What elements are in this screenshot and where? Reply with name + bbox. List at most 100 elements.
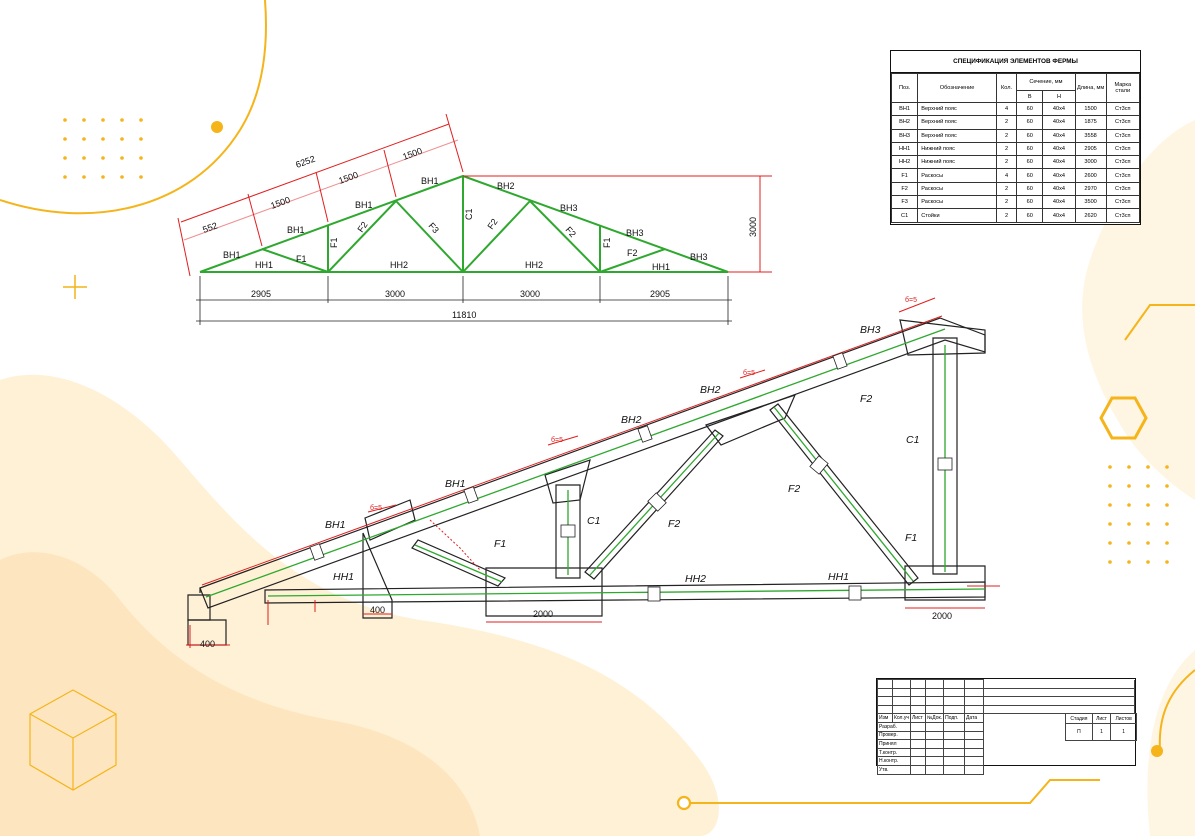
label-hh2: НН2 bbox=[390, 260, 408, 270]
col-header: B bbox=[1016, 90, 1044, 103]
dim-11810: 11810 bbox=[452, 310, 476, 320]
cell-h: 40х4 bbox=[1042, 115, 1076, 130]
role-label: Принял bbox=[877, 739, 911, 749]
label-c1: С1 bbox=[906, 434, 919, 446]
dim-height-3000: 3000 bbox=[748, 217, 758, 237]
decor-arc-top-left bbox=[0, 0, 267, 215]
grid-cell bbox=[943, 739, 966, 749]
cell-pos: НН1 bbox=[890, 141, 919, 157]
grid-cell bbox=[964, 730, 984, 741]
label-bh3: ВН3 bbox=[860, 324, 881, 336]
dim-2000: 2000 bbox=[932, 611, 952, 621]
cell-h: 40х4 bbox=[1042, 208, 1076, 223]
label-f1: F1 bbox=[296, 254, 307, 264]
grid-cell bbox=[943, 764, 966, 775]
grid-cell bbox=[964, 747, 984, 758]
cell-qty: 2 bbox=[995, 208, 1018, 223]
cell-len: 2620 bbox=[1074, 208, 1107, 223]
cell-h: 40х4 bbox=[1042, 128, 1076, 143]
grid-cell bbox=[909, 764, 926, 775]
cell-len: 3500 bbox=[1074, 195, 1107, 210]
grid-cell bbox=[909, 756, 926, 766]
sheets-value: 1 bbox=[1110, 723, 1137, 741]
cell-b: 60 bbox=[1016, 195, 1044, 210]
cell-pos: НН2 bbox=[890, 155, 919, 170]
col-header: Сечение, мм bbox=[1016, 73, 1076, 91]
label-bh2: ВН2 bbox=[700, 384, 721, 396]
grid-cell bbox=[943, 696, 966, 706]
cell-steel: Ст3сп bbox=[1105, 141, 1141, 157]
spec-table: СПЕЦИФИКАЦИЯ ЭЛЕМЕНТОВ ФЕРМЫ Поз. Обозна… bbox=[890, 50, 1141, 225]
label-f1: F1 bbox=[905, 532, 917, 544]
cell-name: Раскосы bbox=[917, 181, 997, 197]
role-label: Провер. bbox=[877, 730, 911, 741]
grid-cell bbox=[982, 705, 1136, 715]
cell-steel: Ст3сп bbox=[1105, 181, 1141, 197]
grid-cell bbox=[924, 747, 945, 758]
grid-cell bbox=[891, 704, 911, 715]
weld-tag: б=5 bbox=[743, 369, 755, 377]
cell-qty: 4 bbox=[995, 168, 1018, 183]
grid-cell bbox=[924, 696, 945, 706]
column-header: Кол.уч bbox=[891, 713, 911, 723]
cell-steel: Ст3сп bbox=[1105, 115, 1141, 130]
cell-len: 2600 bbox=[1074, 168, 1107, 183]
top-truss-scheme: ВН1 ВН1 ВН1 ВН1 ВН2 ВН3 ВН3 ВН3 НН1 НН1 … bbox=[177, 113, 772, 325]
grid-cell bbox=[924, 764, 945, 775]
dim-6252: 6252 bbox=[294, 154, 316, 170]
label-bh3: ВН3 bbox=[690, 252, 708, 262]
dim-3000: 3000 bbox=[520, 289, 540, 299]
label-f2: F2 bbox=[627, 248, 638, 258]
col-header: Обозначение bbox=[917, 73, 997, 103]
grid-cell bbox=[964, 696, 984, 706]
spec-grid: Поз. Обозначение Кол. Сечение, мм Длина,… bbox=[890, 73, 1141, 223]
dim-400: 400 bbox=[370, 605, 385, 615]
decor-dot bbox=[1151, 745, 1163, 757]
col-header: Кол. bbox=[995, 73, 1018, 103]
label-bh1: ВН1 bbox=[355, 200, 373, 210]
cell-b: 60 bbox=[1016, 128, 1044, 143]
cell-qty: 2 bbox=[995, 155, 1018, 170]
cell-len: 3558 bbox=[1074, 128, 1107, 143]
grid-cell bbox=[924, 704, 945, 715]
cell-steel: Ст3сп bbox=[1105, 155, 1141, 170]
cell-h: 40х4 bbox=[1042, 195, 1076, 210]
col-header: Длина, мм bbox=[1074, 73, 1107, 103]
cell-h: 40х4 bbox=[1042, 141, 1076, 157]
label-c1: С1 bbox=[464, 208, 474, 220]
cell-pos: F1 bbox=[890, 168, 919, 183]
label-hh1: НН1 bbox=[255, 260, 273, 270]
cell-name: Нижний пояс bbox=[917, 141, 997, 157]
grid-cell bbox=[909, 730, 926, 741]
grid-cell bbox=[924, 679, 945, 689]
grid-cell bbox=[943, 747, 966, 758]
grid-cell bbox=[924, 739, 945, 749]
label-hh2: НН2 bbox=[525, 260, 543, 270]
cell-steel: Ст3сп bbox=[1105, 128, 1141, 143]
label-bh1: ВН1 bbox=[421, 176, 439, 186]
stage-value: П bbox=[1065, 723, 1093, 741]
cell-pos: F3 bbox=[890, 195, 919, 210]
dim-400: 400 bbox=[200, 639, 215, 649]
cell-h: 40х4 bbox=[1042, 155, 1076, 170]
sheet-header: Лист bbox=[1091, 713, 1112, 724]
weld-tag: б=5 bbox=[551, 436, 563, 444]
label-f3: F3 bbox=[427, 221, 441, 236]
cell-b: 60 bbox=[1016, 101, 1044, 117]
cell-pos: ВН3 bbox=[890, 128, 919, 143]
dim-1500: 1500 bbox=[337, 170, 359, 186]
grid-cell bbox=[891, 696, 911, 706]
dim-552: 552 bbox=[201, 220, 219, 235]
cell-pos: ВН1 bbox=[890, 101, 919, 117]
grid-cell bbox=[924, 721, 945, 732]
col-header: Поз. bbox=[890, 73, 919, 103]
grid-cell bbox=[964, 764, 984, 775]
column-header: Лист bbox=[909, 713, 926, 723]
label-hh1: НН1 bbox=[652, 262, 670, 272]
